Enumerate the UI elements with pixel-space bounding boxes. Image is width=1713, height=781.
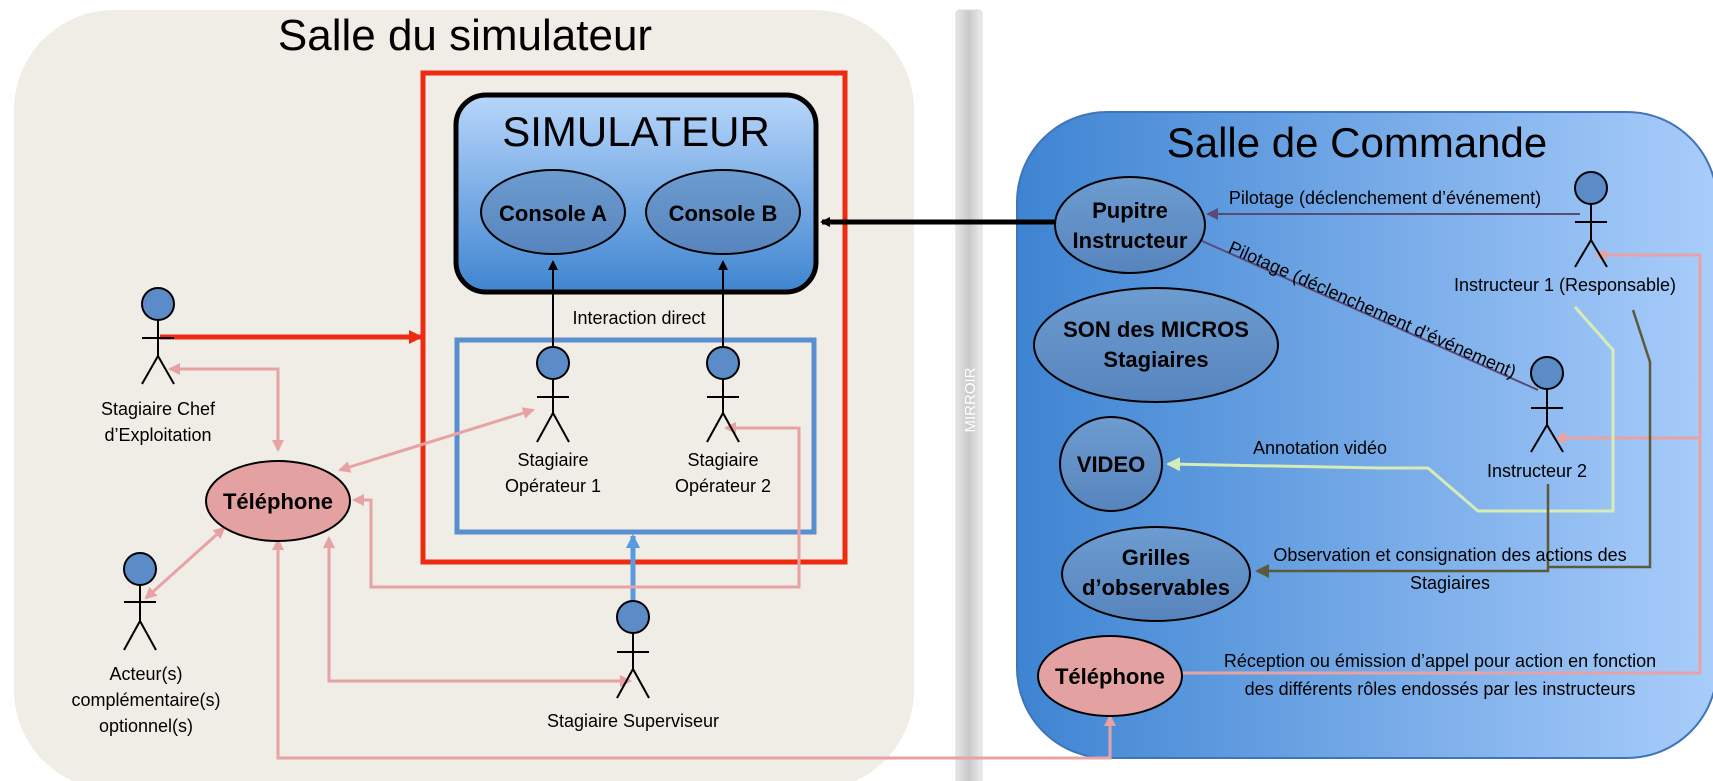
actor-acteur-label-1: Acteur(s) [109,664,182,684]
console-a [480,169,626,255]
mirror-label: MIRROIR [962,367,979,432]
actor-op1-label-1: Stagiaire [517,450,588,470]
actor-chef-icon [141,287,175,385]
actor-superviseur-icon [616,600,650,699]
simulator-room-title: Salle du simulateur [278,11,652,60]
grilles-label-line2: d’observables [1082,575,1230,600]
annotation-label: Annotation vidéo [1253,438,1387,458]
reception-label-line1: Réception ou émission d’appel pour actio… [1224,651,1656,671]
pilotage-label-1: Pilotage (déclenchement d’événement) [1229,188,1541,208]
grilles-label-line1: Grilles [1122,545,1190,570]
grilles-observables [1061,526,1251,622]
pupitre-label-line1: Pupitre [1092,198,1168,223]
annotation-link [1166,306,1615,513]
observation-label-line1: Observation et consignation des actions … [1273,545,1626,565]
simulator-title: SIMULATEUR [502,108,770,155]
actor-op1-label-2: Opérateur 1 [505,476,601,496]
actor-instructeur1-icon [1574,171,1608,268]
telephone-right-label: Téléphone [1055,664,1165,689]
son-label-line1: SON des MICROS [1063,317,1249,342]
pupitre-label-line2: Instructeur [1073,228,1188,253]
video [1059,416,1163,512]
son-label-line2: Stagiaires [1103,347,1208,372]
actor-acteur-icon [123,552,157,651]
console-b [645,169,801,255]
link-chef-telephone [168,363,284,452]
pupitre-instructeur [1054,176,1206,274]
actor-instructeur1-label: Instructeur 1 (Responsable) [1454,275,1676,295]
actor-chef-label-2: d’Exploitation [104,425,211,445]
reception-label-line2: des différents rôles endossés par les in… [1245,679,1636,699]
actor-acteur-label-2: complémentaire(s) [71,690,220,710]
actor-instructeur2-label: Instructeur 2 [1487,461,1587,481]
actor-acteur-label-3: optionnel(s) [99,716,193,736]
actor-superviseur-label: Stagiaire Superviseur [547,711,719,731]
pilotage-link-2 [1201,240,1539,391]
actor-op2-label-1: Stagiaire [687,450,758,470]
actor-chef-label-1: Stagiaire Chef [101,399,216,419]
actor-op2-label-2: Opérateur 2 [675,476,771,496]
observation-link [1255,309,1652,578]
actor-op1-icon [536,346,570,443]
video-label: VIDEO [1077,452,1145,477]
command-room-title: Salle de Commande [1167,119,1548,166]
console-b-label: Console B [669,201,778,226]
son-micros [1033,287,1279,403]
actor-op2-icon [706,346,740,443]
link-right-telephone-instructors [1180,249,1702,675]
link-telephone-left-right [272,538,1116,760]
link-acteur-telephone [144,526,226,600]
interaction-label: Interaction direct [572,308,705,328]
console-a-label: Console A [499,201,607,226]
actor-instructeur2-icon [1530,356,1564,453]
telephone-right [1037,635,1183,717]
telephone-left [205,460,351,542]
telephone-left-label: Téléphone [223,489,333,514]
observation-label-line2: Stagiaires [1410,573,1490,593]
